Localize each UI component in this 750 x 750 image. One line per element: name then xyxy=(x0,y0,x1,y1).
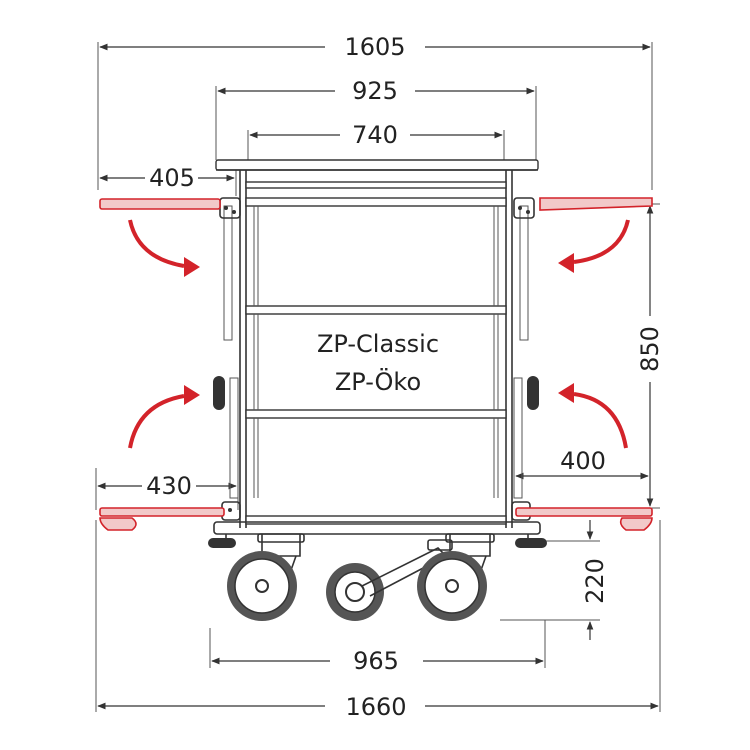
flap-right-top xyxy=(539,197,653,211)
dimension-left-bottom-flap: 430 xyxy=(95,468,239,510)
dimension-inner-width: 740 xyxy=(247,121,505,160)
base-frame xyxy=(213,521,541,535)
label-965: 965 xyxy=(353,647,399,675)
label-430: 430 xyxy=(146,472,192,500)
label-220: 220 xyxy=(581,558,609,604)
right-lower-rail xyxy=(513,377,523,499)
flap-left-bottom xyxy=(99,507,225,517)
dimension-wheel-height: 220 xyxy=(500,520,609,640)
dimension-left-top-flap: 405 xyxy=(99,164,237,196)
flap-left-top xyxy=(99,198,221,210)
dimension-wheelbase: 965 xyxy=(209,620,546,675)
label-1605: 1605 xyxy=(344,33,405,61)
label-400: 400 xyxy=(560,447,606,475)
left-upper-rail xyxy=(223,205,233,341)
left-lower-rail xyxy=(229,377,239,499)
shelf-3 xyxy=(245,409,507,419)
dimension-overall-top: 1605 xyxy=(97,33,653,190)
label-405: 405 xyxy=(149,164,195,192)
flap-right-bottom xyxy=(515,507,653,517)
dimension-top-width: 925 xyxy=(215,77,537,160)
fold-arrow-icon-right-top xyxy=(573,219,630,264)
foot-right xyxy=(515,538,547,548)
hinge-right-top xyxy=(513,197,535,219)
fold-arrow-icon-right-bottom xyxy=(573,392,628,449)
label-740: 740 xyxy=(352,121,398,149)
label-925: 925 xyxy=(352,77,398,105)
model-name-classic: ZP-Classic xyxy=(317,330,439,358)
wheel-icon xyxy=(227,533,495,621)
label-850: 850 xyxy=(636,326,664,372)
dimension-right-bottom-flap: 400 xyxy=(515,447,649,480)
trolley-body xyxy=(208,159,547,548)
shelf-1 xyxy=(245,197,507,207)
flap-right-bottom-end xyxy=(619,517,653,531)
shelf-4 xyxy=(245,515,507,525)
top-plate xyxy=(215,159,539,171)
caster-arm-middle xyxy=(361,547,448,597)
shelf-2 xyxy=(245,305,507,315)
bumper-right xyxy=(527,376,539,410)
right-upper-rail xyxy=(519,205,529,341)
dimension-height: 850 xyxy=(636,203,664,509)
folding-flaps xyxy=(99,197,653,531)
fold-arrow-icon xyxy=(128,219,630,449)
flap-left-bottom-end xyxy=(99,517,137,531)
hinge-left-top xyxy=(219,197,241,219)
label-1660: 1660 xyxy=(345,693,406,721)
dimension-overall-bottom: 1660 xyxy=(95,520,661,721)
foot-left xyxy=(208,538,236,548)
model-name-oko: ZP-Öko xyxy=(335,367,421,396)
fold-arrow-icon-left-top xyxy=(128,219,185,268)
caster-fork-left xyxy=(261,534,301,557)
fold-arrow-icon-left-bottom xyxy=(128,394,185,449)
bumper-left xyxy=(213,376,225,410)
